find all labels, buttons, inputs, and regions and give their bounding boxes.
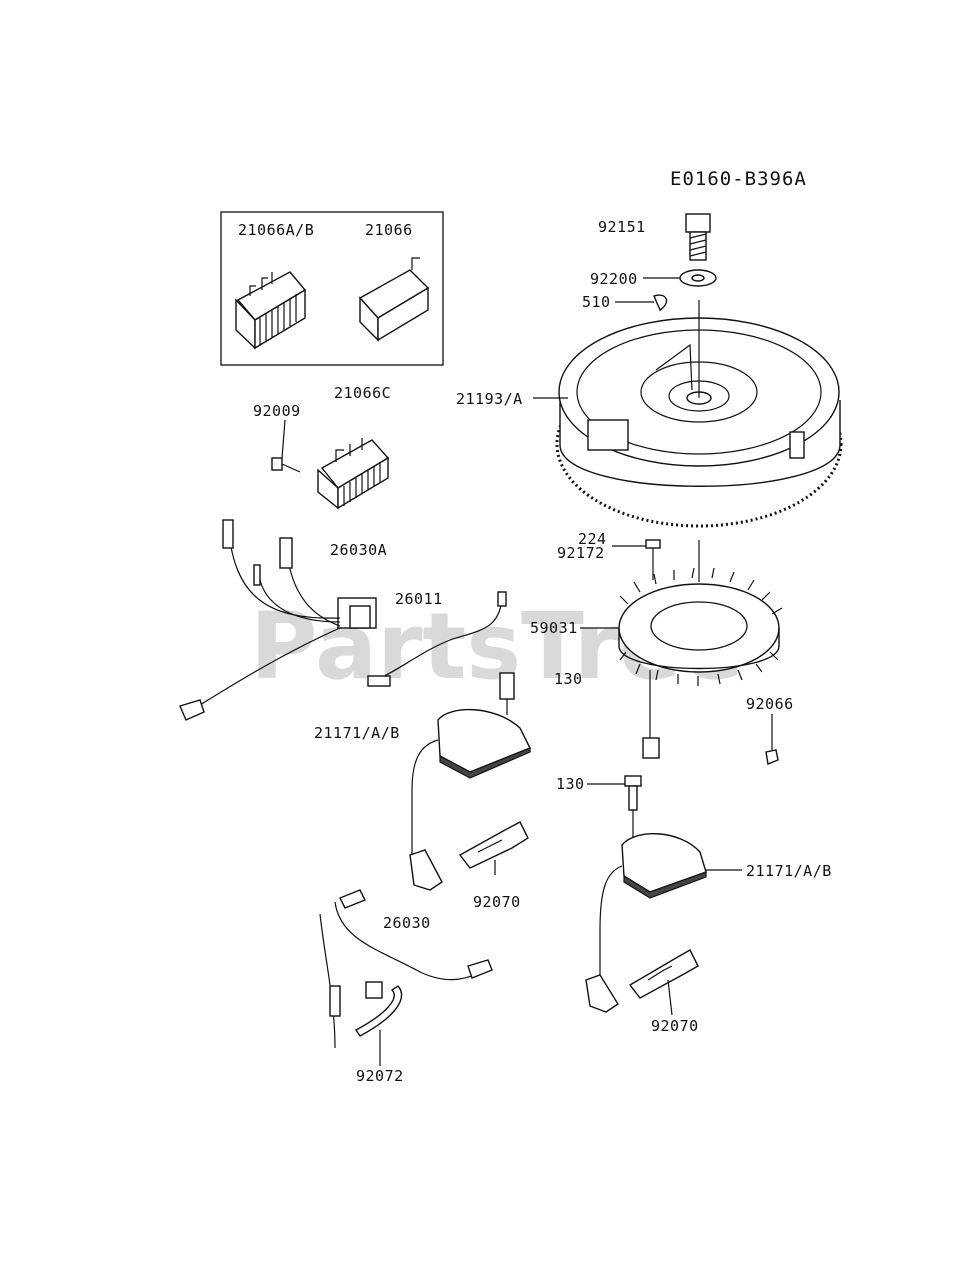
screw-92009-part[interactable] [271, 419, 301, 473]
label-92066[interactable]: 92066 [746, 695, 794, 713]
key-510-part[interactable] [615, 294, 668, 312]
label-21066[interactable]: 21066 [365, 221, 413, 239]
label-130-lower[interactable]: 130 [556, 775, 585, 793]
regulator-21066-part[interactable] [358, 257, 430, 342]
wire-harness-26030a-part[interactable] [179, 519, 377, 721]
regulator-21066ab-part[interactable] [235, 271, 307, 350]
label-92151[interactable]: 92151 [598, 218, 646, 236]
label-92200[interactable]: 92200 [590, 270, 638, 288]
diagram-code: E0160-B396A [670, 168, 807, 190]
label-130-upper[interactable]: 130 [554, 670, 583, 688]
label-26030[interactable]: 26030 [383, 914, 431, 932]
label-224[interactable]: 224 [578, 530, 607, 548]
clip-92072-part[interactable] [354, 981, 403, 1066]
stator-59031-part[interactable] [580, 540, 783, 759]
regulator-inset-box [220, 211, 444, 366]
washer-92200-part[interactable] [643, 269, 717, 287]
label-92070-left[interactable]: 92070 [473, 893, 521, 911]
flywheel-21193-part[interactable] [533, 300, 843, 528]
spark-plug-right-part[interactable] [628, 949, 699, 1016]
screw-92172-part[interactable] [612, 539, 661, 580]
label-92172[interactable]: 92172 [557, 544, 605, 562]
ignition-coil-left-part[interactable] [409, 672, 531, 891]
spark-plug-left-part[interactable] [458, 821, 529, 875]
bolt-92151-part[interactable] [685, 213, 711, 261]
label-26030a[interactable]: 26030A [330, 541, 387, 559]
label-510[interactable]: 510 [582, 293, 611, 311]
label-21066ab[interactable]: 21066A/B [238, 221, 314, 239]
label-59031[interactable]: 59031 [530, 619, 578, 637]
label-21193[interactable]: 21193/A [456, 390, 523, 408]
label-21171-left[interactable]: 21171/A/B [314, 724, 400, 742]
bolt-130-lower-part[interactable] [587, 775, 642, 811]
label-92072[interactable]: 92072 [356, 1067, 404, 1085]
label-21171-right[interactable]: 21171/A/B [746, 862, 832, 880]
lead-wire-26011-part[interactable] [367, 591, 507, 687]
label-21066c[interactable]: 21066C [334, 384, 391, 402]
nut-92066-part[interactable] [765, 714, 779, 765]
regulator-21066c-part[interactable] [317, 438, 390, 510]
ignition-coil-right-part[interactable] [585, 810, 742, 1013]
label-92009[interactable]: 92009 [253, 402, 301, 420]
label-26011[interactable]: 26011 [395, 590, 443, 608]
label-92070-right[interactable]: 92070 [651, 1017, 699, 1035]
wire-26030-part[interactable] [319, 889, 493, 1049]
